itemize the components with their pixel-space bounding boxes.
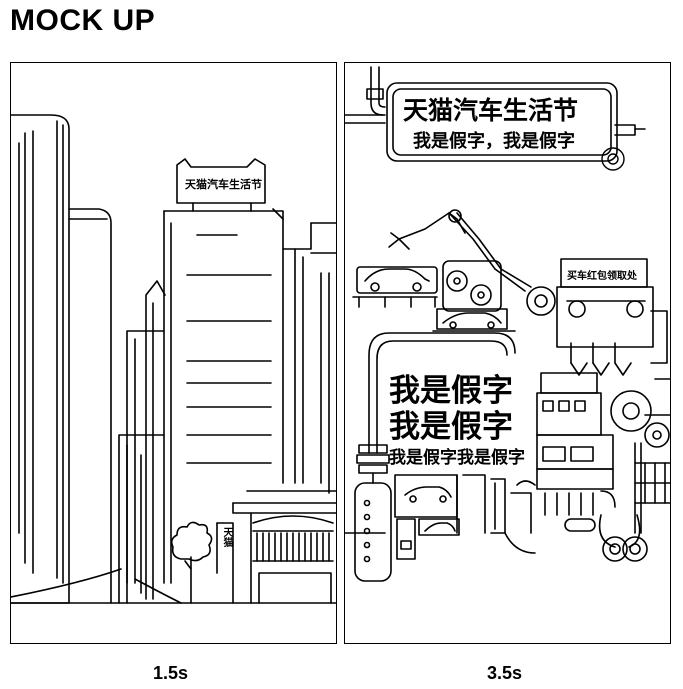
right-stacks: [634, 442, 670, 534]
big-text-line-3: 我是假字我是假字: [389, 448, 525, 468]
spring-tower: [354, 444, 392, 582]
tower-sign-text: 天猫汽车生活节: [185, 178, 262, 191]
cylinder-tower: [11, 114, 70, 604]
red-envelope-kiosk: [556, 258, 654, 376]
banner-line-1: 天猫汽车生活节: [403, 96, 579, 125]
page-title: MOCK UP: [10, 4, 156, 37]
city-skyline-illustration: [11, 114, 336, 604]
top-pipes: [345, 66, 646, 136]
frame-1-caption: 1.5s: [153, 663, 189, 683]
banner-sign: [386, 82, 618, 162]
front-block: [118, 434, 165, 604]
big-gears-right: [610, 390, 670, 448]
kiosk-sign-text: 买车红包领取处: [567, 271, 637, 282]
car-conveyor: [352, 266, 438, 308]
panel-machine: [536, 372, 616, 516]
frame-2-caption: 3.5s: [487, 663, 523, 683]
small-shop: [216, 522, 234, 604]
big-text-line-2: 我是假字: [389, 409, 513, 445]
tree: [170, 521, 213, 604]
left-office-building: [68, 208, 112, 604]
big-text-line-1: 我是假字: [389, 373, 513, 409]
banner-gear: [601, 147, 625, 171]
shop-sign-text: 天猫: [221, 527, 232, 547]
floor: [345, 518, 596, 554]
banner-line-2: 我是假字，我是假字: [413, 131, 575, 152]
factory-machine-illustration: [345, 66, 670, 582]
central-tower: [163, 158, 284, 584]
right-back-buildings: [282, 222, 336, 494]
wheel-pair: [598, 514, 648, 562]
frame-city-skyline: 天猫汽车生活节 天猫: [10, 62, 337, 644]
canopy-building: [232, 490, 336, 604]
ground: [11, 568, 336, 604]
left-pipe-loop: [368, 332, 516, 454]
gear-cluster: [442, 260, 502, 312]
robot-arm: [388, 209, 556, 316]
right-conveyor-machine: [644, 310, 670, 416]
frame-factory-machine: 天猫汽车生活节 我是假字，我是假字 买车红包领取处 我是假字 我是假字 我是假字…: [344, 62, 671, 644]
second-car-belt: [432, 308, 516, 332]
pointed-building: [145, 280, 166, 600]
central-console: [394, 474, 536, 560]
